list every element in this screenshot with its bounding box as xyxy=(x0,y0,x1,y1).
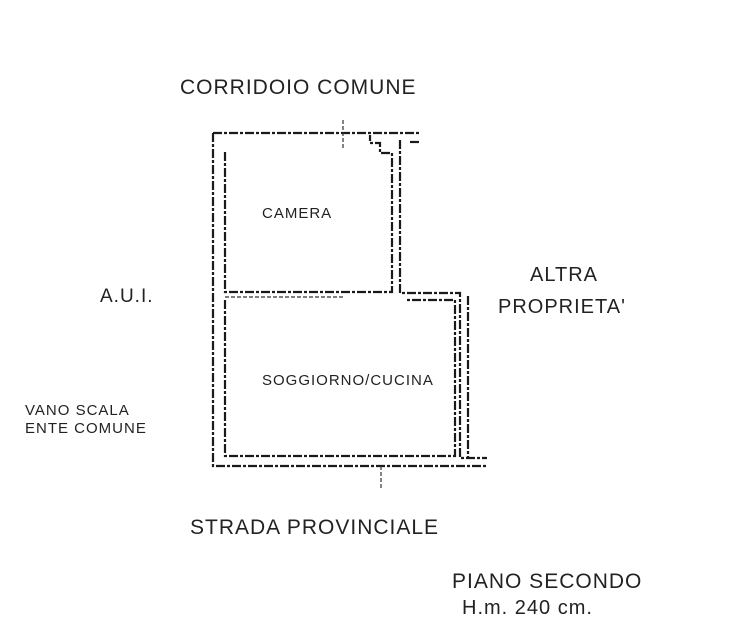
label-stair-1: VANO SCALA xyxy=(25,402,130,419)
outer-walls xyxy=(211,120,487,490)
label-left: A.U.I. xyxy=(100,286,154,307)
label-top: CORRIDOIO COMUNE xyxy=(180,76,417,99)
room-upper: CAMERA xyxy=(262,205,333,222)
room-lower: SOGGIORNO/CUCINA xyxy=(262,372,434,389)
label-right-2: PROPRIETA' xyxy=(498,296,626,318)
label-right-1: ALTRA xyxy=(530,264,598,286)
height-label: H.m. 240 cm. xyxy=(462,597,593,619)
label-bottom: STRADA PROVINCIALE xyxy=(190,516,440,539)
floor-label: PIANO SECONDO xyxy=(452,570,643,593)
label-stair-2: ENTE COMUNE xyxy=(25,420,147,437)
